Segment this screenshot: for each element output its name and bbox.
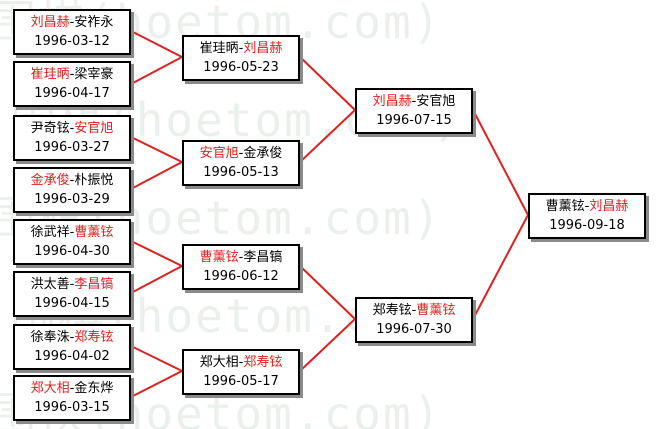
connector-line xyxy=(299,56,356,111)
player-2: 金东烨 xyxy=(74,381,114,396)
match-box-r2-1: 崔珪昞-刘昌赫 1996-05-23 xyxy=(182,35,300,81)
match-date: 1996-03-15 xyxy=(34,400,110,415)
player-1: 曹薰铉 xyxy=(545,199,585,214)
match-date: 1996-03-29 xyxy=(34,192,110,207)
player-2: 安官旭 xyxy=(416,94,456,109)
connector-line xyxy=(299,318,356,372)
match-box-r2-4: 郑大相-郑寿铉 1996-05-17 xyxy=(182,349,300,395)
player-1: 徐武祥 xyxy=(30,225,70,240)
player-2: 郑寿铉 xyxy=(74,330,114,345)
player-1: 金承俊 xyxy=(30,173,70,188)
match-box-r1-3: 尹奇铉-安官旭 1996-03-27 xyxy=(13,115,131,161)
connector-line xyxy=(130,240,183,267)
player-2: 郑寿铉 xyxy=(243,355,283,370)
match-box-r1-4: 金承俊-朴振悦 1996-03-29 xyxy=(13,167,131,213)
match-date: 1996-03-27 xyxy=(34,140,110,155)
connector-line xyxy=(130,30,183,58)
match-box-r1-6: 洪太善-李昌镐 1996-04-15 xyxy=(13,271,131,317)
player-1: 郑寿铉 xyxy=(372,303,412,318)
player-1: 尹奇铉 xyxy=(30,121,70,136)
player-2: 金承俊 xyxy=(243,146,283,161)
connector-line xyxy=(472,214,529,320)
player-1: 郑大相 xyxy=(30,381,70,396)
match-date: 1996-04-30 xyxy=(34,244,110,259)
match-date: 1996-06-12 xyxy=(203,269,279,284)
connector-line xyxy=(130,265,183,294)
player-2: 李昌镐 xyxy=(243,250,283,265)
player-2: 刘昌赫 xyxy=(589,199,629,214)
match-box-r2-3: 曹薰铉-李昌镐 1996-06-12 xyxy=(182,244,300,290)
connector-line xyxy=(299,109,356,163)
match-date: 1996-03-12 xyxy=(34,34,110,49)
match-date: 1996-07-30 xyxy=(376,322,452,337)
match-date: 1996-05-17 xyxy=(203,374,279,389)
match-box-r1-8: 郑大相-金东烨 1996-03-15 xyxy=(13,375,131,421)
connector-line xyxy=(130,370,183,398)
connector-line xyxy=(130,56,183,85)
player-1: 洪太善 xyxy=(30,277,70,292)
match-date: 1996-04-17 xyxy=(34,86,110,101)
connector-line xyxy=(130,136,183,163)
match-date: 1996-07-15 xyxy=(376,113,452,128)
match-date: 1996-09-18 xyxy=(549,218,625,233)
player-1: 徐奉洙 xyxy=(30,330,70,345)
player-1: 崔珪昞 xyxy=(199,41,239,56)
match-date: 1996-04-15 xyxy=(34,296,110,311)
player-1: 曹薰铉 xyxy=(199,250,239,265)
player-2: 安祚永 xyxy=(74,15,114,30)
player-1: 刘昌赫 xyxy=(30,15,70,30)
player-2: 朴振悦 xyxy=(74,173,114,188)
player-1: 安官旭 xyxy=(199,146,239,161)
connector-line xyxy=(130,345,183,372)
match-box-final: 曹薰铉-刘昌赫 1996-09-18 xyxy=(528,193,646,239)
match-box-r1-7: 徐奉洙-郑寿铉 1996-04-02 xyxy=(13,324,131,370)
connector-line xyxy=(472,109,529,216)
match-date: 1996-05-13 xyxy=(203,165,279,180)
match-box-r3-2: 郑寿铉-曹薰铉 1996-07-30 xyxy=(355,297,473,343)
player-1: 郑大相 xyxy=(199,355,239,370)
player-1: 刘昌赫 xyxy=(372,94,412,109)
player-2: 刘昌赫 xyxy=(243,41,283,56)
match-box-r2-2: 安官旭-金承俊 1996-05-13 xyxy=(182,140,300,186)
player-2: 曹薰铉 xyxy=(416,303,456,318)
match-box-r1-2: 崔珪昞-梁宰豪 1996-04-17 xyxy=(13,61,131,107)
match-box-r3-1: 刘昌赫-安官旭 1996-07-15 xyxy=(355,88,473,134)
connector-line xyxy=(299,265,356,320)
player-2: 曹薰铉 xyxy=(74,225,114,240)
match-box-r1-5: 徐武祥-曹薰铉 1996-04-30 xyxy=(13,219,131,265)
player-2: 梁宰豪 xyxy=(74,67,114,82)
player-2: 安官旭 xyxy=(74,121,114,136)
connector-line xyxy=(130,161,183,190)
match-date: 1996-04-02 xyxy=(34,349,110,364)
match-box-r1-1: 刘昌赫-安祚永 1996-03-12 xyxy=(13,9,131,55)
player-1: 崔珪昞 xyxy=(30,67,70,82)
match-date: 1996-05-23 xyxy=(203,60,279,75)
player-2: 李昌镐 xyxy=(74,277,114,292)
